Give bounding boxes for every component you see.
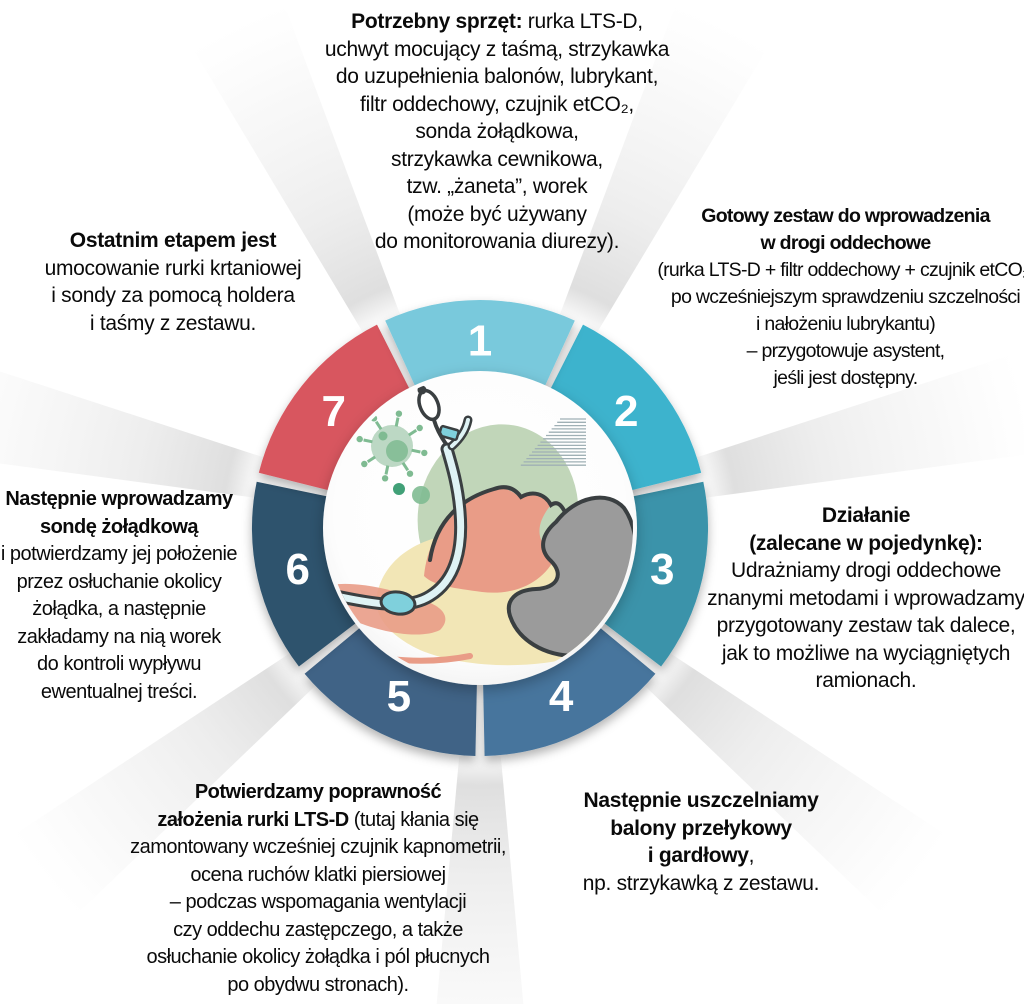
- segment-number-7: 7: [322, 387, 346, 436]
- ray-4: [436, 528, 524, 1004]
- step-3-text: Działanie(zalecane w pojedynkę):Udrażnia…: [707, 504, 1024, 692]
- segment-number-5: 5: [387, 672, 411, 721]
- step-1-text: Potrzebny sprzęt: rurka LTS-D,uchwyt moc…: [324, 10, 670, 253]
- ring-segment-2: [547, 324, 702, 492]
- ring-segment-5: [304, 623, 477, 756]
- ring-segment-3: [599, 481, 709, 667]
- ring-segment-1: [385, 299, 575, 392]
- segment-number-2: 2: [614, 387, 638, 436]
- green-dot-small: [393, 483, 405, 495]
- segment-numbers: 1 2 3 4 5 6 7: [285, 317, 674, 722]
- segment-number-4: 4: [549, 672, 574, 721]
- virus-icon: [356, 410, 428, 482]
- ring-segment-7: [258, 324, 413, 492]
- ring-segments: [251, 299, 709, 756]
- ring-segment-4: [483, 623, 656, 756]
- segment-number-3: 3: [650, 545, 674, 594]
- segment-number-6: 6: [285, 545, 309, 594]
- segment-number-1: 1: [468, 317, 492, 366]
- ring-segment-6: [251, 481, 361, 667]
- green-dot-large: [412, 486, 430, 504]
